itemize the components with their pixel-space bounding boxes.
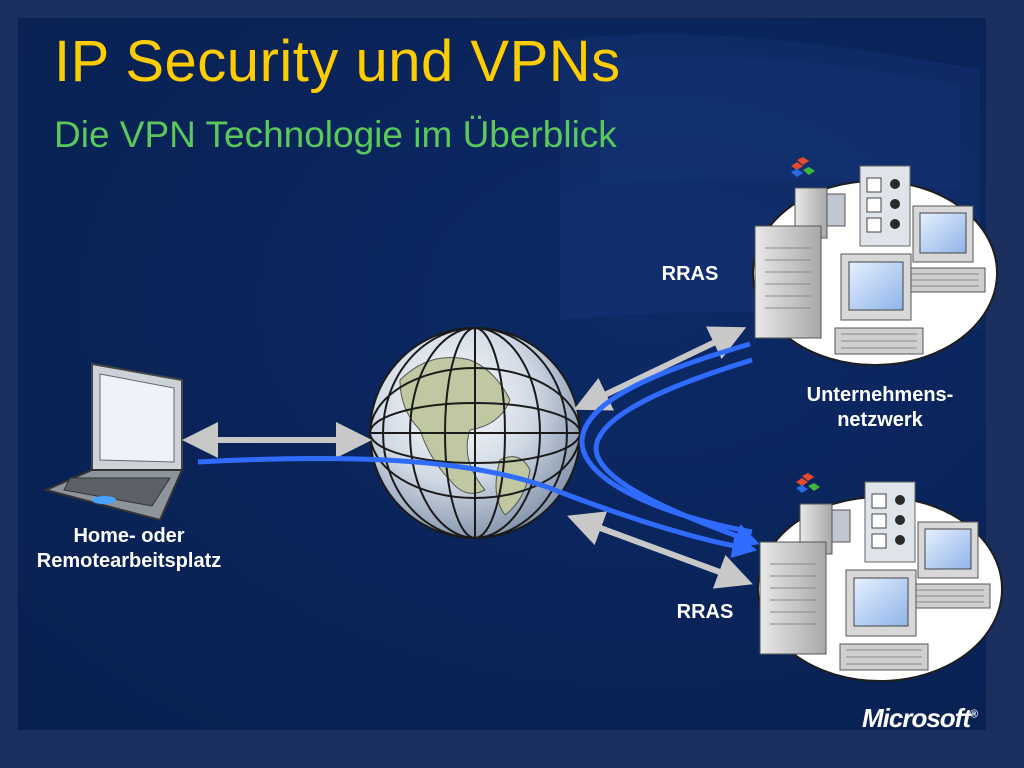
home-workplace-label: Home- oder Remotearbeitsplatz [4, 524, 254, 574]
home-workplace-label-line2: Remotearbeitsplatz [36, 550, 222, 572]
vpn-tunnel-loop-outer [579, 341, 753, 535]
internet-top-arrow [573, 326, 747, 411]
internet-bottom-arrow [567, 511, 753, 589]
corporate-network-bottom-icon [757, 472, 1003, 682]
microsoft-logo-text: Microsoft [862, 703, 971, 733]
internet-globe-icon [369, 327, 581, 539]
slide-title: IP Security und VPNs [54, 29, 621, 94]
rras-top-label: RRAS [661, 263, 719, 285]
trademark-symbol: ® [970, 708, 978, 721]
microsoft-logo: Microsoft® [862, 703, 978, 734]
vpn-tunnel-main [197, 455, 758, 559]
vpn-tunnels [197, 341, 760, 559]
corporate-network-label-line1: Unternehmens- [806, 384, 954, 406]
corporate-network-label: Unternehmens- netzwerk [760, 383, 1000, 433]
vpn-tunnel-loop-inner [593, 357, 760, 548]
rras-bottom-label: RRAS [676, 601, 734, 623]
connection-arrows [182, 326, 753, 589]
corporate-network-label-line2: netzwerk [837, 409, 923, 431]
slide-subtitle: Die VPN Technologie im Überblick [54, 114, 617, 155]
laptop-icon [42, 362, 184, 522]
home-workplace-label-line1: Home- oder [73, 525, 185, 547]
